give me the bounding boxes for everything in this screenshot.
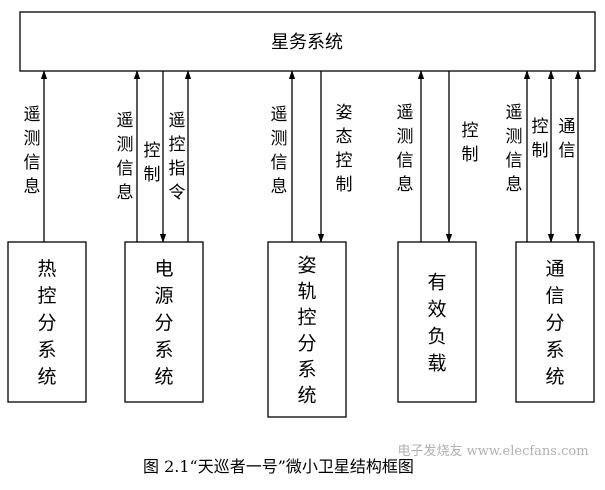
- system-box-label: 星务系统: [271, 32, 343, 53]
- subsystem-box-attitude: [267, 241, 347, 418]
- subsystem-box-power: [124, 241, 204, 403]
- subsystem-box-payload: [397, 241, 477, 403]
- subsystem-box-thermal: [7, 241, 87, 403]
- connection-lines: [40, 70, 582, 243]
- watermark-text: 电子发烧友 www.elecfans.com: [397, 443, 588, 459]
- link-label-0: 遥测信息: [24, 105, 41, 197]
- link-label-7: 控制: [462, 121, 479, 165]
- link-label-8: 遥测信息: [506, 103, 523, 195]
- subsystem-label-comm: 通信分系统: [545, 258, 564, 388]
- subsystem-boxes: 热控分系统 电源分系统 姿轨控分系统 有效负载 通信分系统: [7, 241, 595, 418]
- link-label-5: 姿态控制: [336, 103, 353, 195]
- link-label-2: 控制: [144, 141, 161, 185]
- link-label-6: 遥测信息: [397, 103, 414, 195]
- link-label-9: 控制: [532, 117, 549, 161]
- link-label-4: 遥测信息: [271, 105, 288, 197]
- subsystem-label-payload: 有效负载: [427, 272, 446, 375]
- figure-caption: 图 2.1“天巡者一号”微小卫星结构框图: [143, 457, 414, 476]
- subsystem-label-power: 电源分系统: [154, 258, 173, 388]
- subsystem-label-thermal: 热控分系统: [37, 258, 56, 388]
- subsystem-label-attitude: 姿轨控分系统: [297, 255, 316, 407]
- link-label-3: 遥控指令: [169, 111, 186, 203]
- link-label-10: 通信: [559, 117, 576, 161]
- system-box: [19, 11, 596, 72]
- subsystem-box-comm: [515, 241, 595, 403]
- link-label-1: 遥测信息: [117, 111, 134, 203]
